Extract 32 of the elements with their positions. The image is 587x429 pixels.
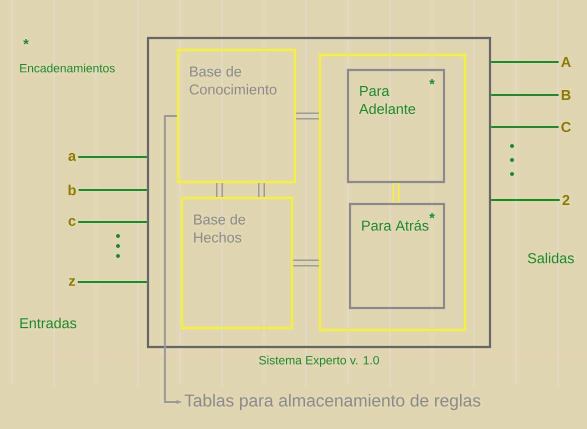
input-line xyxy=(78,281,147,283)
star-mark: * xyxy=(429,79,435,84)
knowledge-base-box: Base de Conocimiento xyxy=(176,48,296,184)
port-label: a xyxy=(68,153,76,161)
label-text: Encadenamientos xyxy=(20,64,115,72)
star-mark: * xyxy=(23,39,29,44)
node-label: Sistema Experto v. 1.0 xyxy=(259,356,379,367)
output-line xyxy=(491,199,560,201)
double-connector xyxy=(258,183,265,197)
double-connector xyxy=(392,183,400,203)
port-label: c xyxy=(68,218,76,226)
double-connector xyxy=(296,112,319,120)
inference-box xyxy=(318,54,466,332)
double-connector xyxy=(293,260,319,266)
output-line xyxy=(491,61,559,63)
input-line xyxy=(78,189,147,191)
facts-base-box: Base de Hechos xyxy=(180,196,294,330)
output-line xyxy=(491,94,559,96)
port-label: b xyxy=(68,184,76,196)
port-label: A xyxy=(561,57,571,67)
star-mark: * xyxy=(429,213,435,218)
double-connector xyxy=(216,183,223,197)
label-text: Salidas xyxy=(528,252,574,264)
port-label: z xyxy=(68,278,76,286)
port-label: B xyxy=(562,90,571,100)
input-line xyxy=(78,156,147,158)
output-line xyxy=(491,126,559,128)
label-text: Entradas xyxy=(20,318,76,328)
input-line xyxy=(78,221,147,223)
port-label: 2 xyxy=(562,194,570,206)
port-label: C xyxy=(561,122,571,132)
note-text: Tablas para almacenamiento de reglas xyxy=(184,394,480,410)
